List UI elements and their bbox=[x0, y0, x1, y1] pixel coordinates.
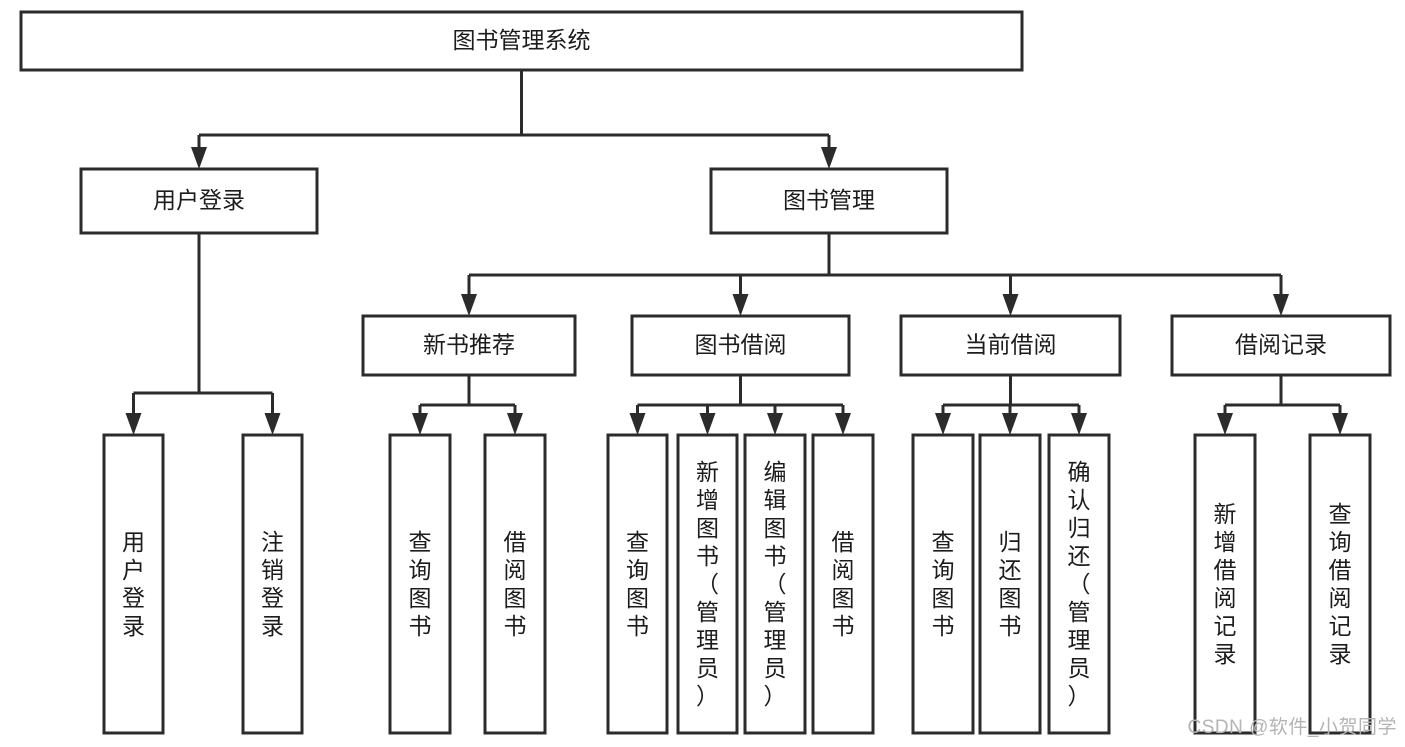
node-root-box[interactable] bbox=[19, 10, 1024, 72]
node-leaf-0-label: 用户登录 bbox=[122, 529, 145, 639]
node-l2-3-label: 借阅记录 bbox=[1235, 332, 1327, 358]
node-leaf-12-box[interactable] bbox=[1308, 433, 1372, 735]
connector-l2-0-to-leaves bbox=[412, 375, 523, 435]
node-leaf-7-label: 借阅图书 bbox=[832, 529, 855, 639]
node-l1-0[interactable]: 用户登录 bbox=[79, 167, 319, 235]
connector-l2-2-to-leaves bbox=[935, 375, 1087, 435]
node-l1-0-label: 用户登录 bbox=[153, 187, 245, 213]
node-leaf-6-label: 编辑图书（管理员） bbox=[764, 459, 787, 709]
node-root-label: 图书管理系统 bbox=[453, 27, 591, 53]
node-l2-0-label: 新书推荐 bbox=[423, 332, 515, 358]
node-l2-2-label: 当前借阅 bbox=[965, 332, 1057, 358]
node-leaf-11-box[interactable] bbox=[1193, 433, 1257, 735]
node-leaf-8-box[interactable] bbox=[911, 433, 975, 735]
node-leaf-9-box[interactable] bbox=[978, 433, 1042, 735]
node-leaf-1[interactable]: 注销登录 bbox=[241, 433, 304, 735]
node-leaf-4[interactable]: 查询图书 bbox=[606, 433, 669, 735]
node-layer: 图书管理系统用户登录图书管理新书推荐图书借阅当前借阅借阅记录用户登录注销登录查询… bbox=[19, 10, 1392, 735]
node-root[interactable]: 图书管理系统 bbox=[19, 10, 1024, 72]
node-leaf-7[interactable]: 借阅图书 bbox=[811, 433, 875, 735]
node-leaf-10-box[interactable] bbox=[1047, 433, 1111, 735]
node-leaf-8[interactable]: 查询图书 bbox=[911, 433, 975, 735]
node-l2-0-box[interactable] bbox=[361, 314, 577, 377]
node-l1-1-box[interactable] bbox=[709, 167, 949, 235]
node-leaf-3-box[interactable] bbox=[483, 433, 547, 735]
node-leaf-1-label: 注销登录 bbox=[261, 529, 284, 639]
node-leaf-11[interactable]: 新增借阅记录 bbox=[1193, 433, 1257, 735]
node-leaf-0-box[interactable] bbox=[102, 433, 165, 735]
node-leaf-8-label: 查询图书 bbox=[932, 529, 955, 639]
node-l2-2[interactable]: 当前借阅 bbox=[899, 314, 1122, 377]
connector-layer bbox=[125, 70, 1348, 435]
node-leaf-12-label: 查询借阅记录 bbox=[1329, 501, 1352, 667]
node-l1-1[interactable]: 图书管理 bbox=[709, 167, 949, 235]
node-leaf-4-label: 查询图书 bbox=[626, 529, 649, 639]
connector-login-to-leaves bbox=[125, 233, 281, 435]
connector-books-to-level2 bbox=[461, 233, 1289, 316]
node-leaf-9-label: 归还图书 bbox=[999, 529, 1022, 639]
node-l2-0[interactable]: 新书推荐 bbox=[361, 314, 577, 377]
node-leaf-2-box[interactable] bbox=[388, 433, 452, 735]
node-l2-1-label: 图书借阅 bbox=[695, 332, 787, 358]
node-leaf-1-box[interactable] bbox=[241, 433, 304, 735]
node-l2-1-box[interactable] bbox=[630, 314, 851, 377]
node-leaf-2-label: 查询图书 bbox=[409, 529, 432, 639]
node-leaf-7-box[interactable] bbox=[811, 433, 875, 735]
connector-l2-1-to-leaves bbox=[629, 375, 851, 435]
node-leaf-5-label: 新增图书（管理员） bbox=[696, 459, 719, 709]
node-leaf-3-label: 借阅图书 bbox=[504, 529, 527, 639]
connector-l2-3-to-leaves bbox=[1217, 375, 1348, 435]
node-l1-1-label: 图书管理 bbox=[783, 187, 875, 213]
node-l2-1[interactable]: 图书借阅 bbox=[630, 314, 851, 377]
node-leaf-4-box[interactable] bbox=[606, 433, 669, 735]
node-l2-3-box[interactable] bbox=[1170, 314, 1392, 377]
node-leaf-2[interactable]: 查询图书 bbox=[388, 433, 452, 735]
node-leaf-9[interactable]: 归还图书 bbox=[978, 433, 1042, 735]
node-leaf-6[interactable]: 编辑图书（管理员） bbox=[743, 433, 807, 735]
node-l1-0-box[interactable] bbox=[79, 167, 319, 235]
node-leaf-3[interactable]: 借阅图书 bbox=[483, 433, 547, 735]
node-l2-2-box[interactable] bbox=[899, 314, 1122, 377]
node-leaf-10-label: 确认归还（管理员） bbox=[1068, 459, 1091, 709]
node-leaf-0[interactable]: 用户登录 bbox=[102, 433, 165, 735]
node-leaf-6-box[interactable] bbox=[743, 433, 807, 735]
node-leaf-10[interactable]: 确认归还（管理员） bbox=[1047, 433, 1111, 735]
node-leaf-11-label: 新增借阅记录 bbox=[1214, 501, 1237, 667]
node-l2-3[interactable]: 借阅记录 bbox=[1170, 314, 1392, 377]
node-leaf-5[interactable]: 新增图书（管理员） bbox=[676, 433, 739, 735]
node-leaf-12[interactable]: 查询借阅记录 bbox=[1308, 433, 1372, 735]
connector-root-to-level1 bbox=[191, 70, 837, 169]
node-leaf-5-box[interactable] bbox=[676, 433, 739, 735]
